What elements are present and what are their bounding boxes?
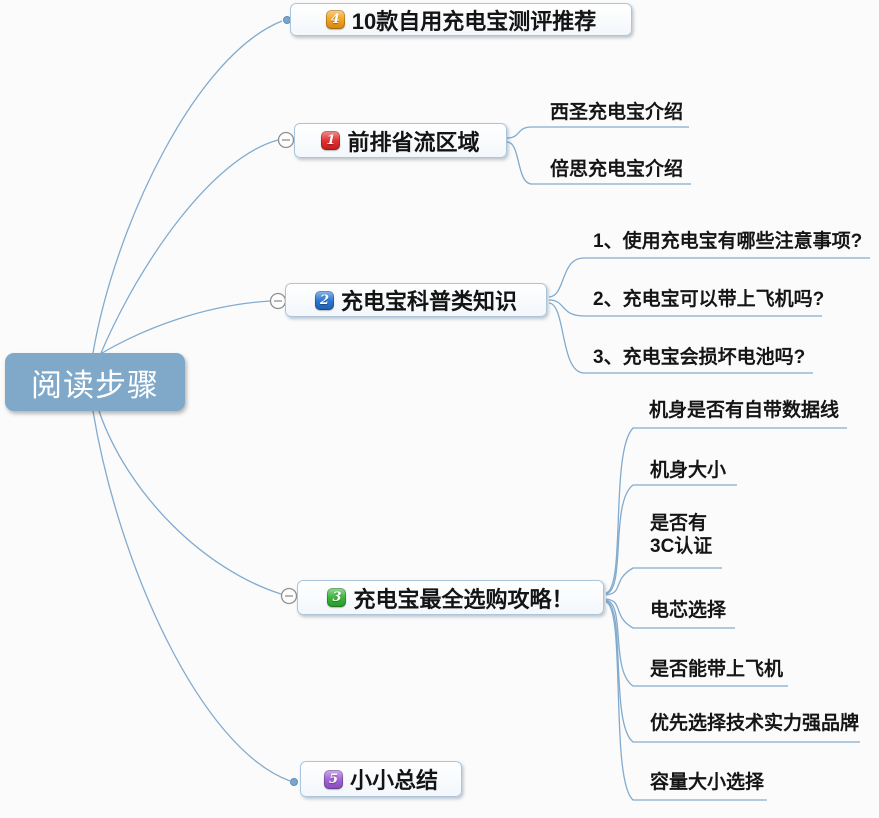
collapse-toggle-branch-3[interactable] [280, 587, 298, 605]
connector-root-branch-2 [101, 300, 271, 354]
collapse-toggle-branch-2[interactable] [269, 292, 287, 310]
root-topic[interactable]: 阅读步骤 [5, 353, 185, 411]
child-topic[interactable]: 2、充电宝可以带上飞机吗? [593, 289, 825, 310]
connector-child-3-3 [605, 598, 735, 629]
connector-root-branch-3 [98, 410, 282, 595]
connector-child-2-1 [548, 299, 822, 317]
priority-3-icon: 3 [327, 588, 347, 607]
priority-4-icon: 4 [325, 10, 345, 29]
child-topic[interactable]: 西圣充电宝介绍 [550, 102, 684, 123]
connector-child-3-1 [605, 484, 737, 595]
child-topic[interactable]: 3、充电宝会损坏电池吗? [593, 347, 806, 368]
branch-topic-reviews[interactable]: 4 10款自用充电宝测评推荐 [290, 3, 632, 36]
connector-child-1-0 [506, 126, 689, 139]
child-topic[interactable]: 机身是否有自带数据线 [649, 400, 840, 421]
connector-child-3-6 [605, 601, 767, 801]
branch-topic-buying-guide[interactable]: 3 充电宝最全选购攻略！ [297, 580, 604, 615]
child-topic[interactable]: 机身大小 [650, 460, 727, 481]
connector-child-3-5 [605, 600, 860, 743]
branch-topic-knowledge[interactable]: 2 充电宝科普类知识 [285, 283, 547, 317]
child-topic[interactable]: 是否能带上飞机 [650, 659, 784, 680]
branch-topic-label: 小小总结 [349, 768, 438, 793]
child-topic[interactable]: 优先选择技术实力强品牌 [650, 713, 860, 734]
child-topic[interactable]: 容量大小选择 [650, 772, 765, 793]
priority-1-icon: 1 [321, 131, 341, 150]
priority-5-icon: 5 [323, 769, 343, 789]
connector-root-branch-4 [92, 410, 291, 782]
branch-topic-label: 充电宝最全选购攻略！ [353, 586, 574, 612]
child-topic[interactable]: 是否有 3C认证 [650, 513, 713, 557]
child-topic[interactable]: 1、使用充电宝有哪些注意事项? [593, 231, 863, 252]
priority-2-icon: 2 [314, 290, 334, 310]
connector-child-1-1 [506, 141, 691, 185]
branch-topic-label: 10款自用充电宝测评推荐 [351, 8, 597, 34]
connector-child-2-0 [548, 257, 870, 298]
connector-child-2-2 [548, 302, 813, 374]
connector-child-3-4 [605, 599, 788, 687]
line-end-dot-branch-4 [290, 778, 298, 786]
root-topic-label: 阅读步骤 [31, 367, 159, 403]
connector-root-branch-1 [100, 139, 279, 354]
branch-topic-conclusion[interactable]: 5 小小总结 [300, 761, 462, 797]
child-topic[interactable]: 电芯选择 [650, 600, 727, 621]
connector-child-3-0 [605, 427, 847, 594]
branch-topic-quick-summary[interactable]: 1 前排省流区域 [294, 123, 507, 158]
branch-topic-label: 前排省流区域 [347, 129, 480, 155]
connector-child-3-2 [605, 567, 722, 596]
collapse-toggle-branch-1[interactable] [277, 131, 295, 149]
connector-root-branch-0 [92, 20, 283, 354]
branch-topic-label: 充电宝科普类知识 [340, 289, 517, 314]
child-topic[interactable]: 倍思充电宝介绍 [550, 159, 684, 180]
